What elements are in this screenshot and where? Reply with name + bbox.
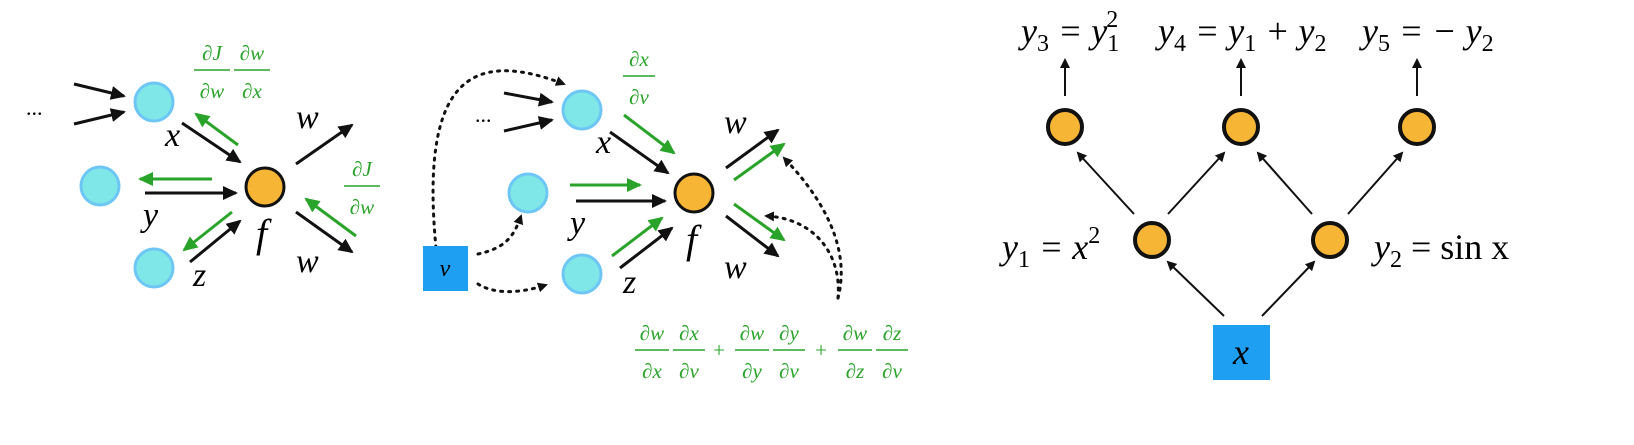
panel-a-grad-f-to-z	[182, 210, 233, 252]
panel-b-label-z: z	[622, 264, 636, 301]
sum-plus-1: +	[713, 338, 725, 362]
panel-b-dotted-v-to-z	[476, 282, 548, 294]
panel-b-forward-mode: ... v x y z f w w ∂x ∂v	[423, 47, 908, 383]
panel-b-dotted-sum-to-w-bottom	[764, 211, 840, 300]
panel-a-label-x: x	[164, 117, 180, 154]
panel-b-input-node-z	[561, 253, 603, 295]
panel-a-ellipsis: ...	[26, 95, 43, 120]
panel-a-grad-den-2: ∂x	[242, 79, 262, 103]
panel-b-tangent-den: ∂v	[629, 85, 649, 109]
panel-b-label-y: y	[567, 205, 586, 242]
panel-b-dotted-v-to-y	[476, 214, 524, 256]
panel-b-incoming-edge-2	[503, 116, 554, 133]
panel-a-label-w-top: w	[296, 99, 319, 136]
panel-b-edge-x-to-f	[609, 130, 670, 175]
panel-c-node-y2	[1311, 221, 1349, 259]
panel-c-edge-x-to-y2	[1261, 260, 1316, 317]
panel-a-grad-right-num: ∂J	[352, 157, 373, 181]
panel-c-edge-y2-to-y5	[1347, 151, 1404, 215]
panel-b-label-f: f	[686, 217, 702, 262]
panel-a-input-node-x	[133, 81, 175, 123]
panel-a-label-y: y	[140, 197, 159, 234]
panel-a-incoming-edge-2	[73, 108, 126, 126]
panel-a-input-node-z	[133, 247, 175, 289]
sum-term-1-num-2: ∂x	[679, 321, 699, 345]
sum-term-1-num-1: ∂w	[640, 321, 664, 345]
panel-a-incoming-edge-1	[73, 82, 126, 100]
panel-a-grad-f-to-x	[194, 112, 239, 147]
panel-c-node-y4	[1222, 108, 1260, 146]
panel-a-op-node-f	[244, 166, 286, 208]
panel-c-eq-y1: y1 = x2	[999, 223, 1100, 273]
panel-b-chain-rule-sum: ∂w ∂x ∂x ∂v + ∂w ∂y ∂y ∂v + ∂w ∂z ∂z ∂v	[635, 321, 908, 383]
panel-a-gradient-product: ∂J ∂w ∂w ∂x	[194, 41, 270, 103]
panel-c-edge-x-to-y1	[1166, 260, 1225, 317]
panel-b-dotted-sum-to-w-top	[782, 156, 843, 300]
sum-term-2-num-1: ∂w	[740, 321, 764, 345]
sum-term-3-num-1: ∂w	[843, 321, 867, 345]
panel-b-label-x: x	[595, 124, 611, 161]
panel-c-eq-y5: y5 = − y2	[1359, 11, 1494, 57]
panel-c-eq-y2: y2 = sin x	[1371, 227, 1509, 273]
panel-b-tangent-num: ∂x	[629, 47, 649, 71]
panel-b-ellipsis: ...	[475, 102, 492, 127]
panel-b-input-node-x	[561, 89, 603, 131]
panel-c-node-y5	[1398, 108, 1436, 146]
sum-term-2-den-1: ∂y	[742, 359, 762, 383]
panel-b-input-node-y	[507, 172, 549, 214]
panel-a-grad-den-1: ∂w	[200, 79, 224, 103]
panel-a-input-node-y	[79, 165, 121, 207]
panel-a-edge-x-to-f	[181, 121, 242, 164]
panel-c-edge-y2-to-y4	[1256, 151, 1313, 215]
panel-b-dotted-v-to-x	[431, 69, 566, 250]
sum-term-2-den-2: ∂v	[779, 359, 799, 383]
panel-b-op-node-f	[673, 172, 715, 214]
panel-c-source-label: x	[1232, 332, 1249, 372]
panel-a-reverse-mode: ... x y z f w w ∂J ∂w ∂w ∂x ∂J	[26, 41, 380, 294]
panel-a-edge-f-to-w-bottom	[295, 210, 354, 254]
panel-a-label-z: z	[192, 257, 206, 294]
panel-c-edge-y1-to-y3	[1076, 151, 1135, 215]
panel-b-edge-f-to-w-top	[725, 128, 780, 170]
panel-b-tangent-z-to-f	[611, 216, 664, 258]
panel-a-label-w-bottom: w	[296, 243, 319, 280]
panel-c-eq-y4: y4 = y1 + y2	[1155, 11, 1327, 57]
sum-term-1-den-2: ∂v	[679, 359, 699, 383]
panel-b-source-node-v	[423, 246, 468, 291]
panel-b-label-w-top: w	[724, 104, 747, 141]
panel-a-grad-num-1: ∂J	[202, 41, 223, 65]
panel-a-grad-right-den: ∂w	[350, 195, 374, 219]
sum-plus-2: +	[815, 338, 827, 362]
panel-c-computation-graph: x y1 = x2 y2 = sin x y3 = y12 y4 = y1 + …	[999, 7, 1509, 380]
panel-c-node-y1	[1133, 221, 1171, 259]
panel-b-tangent-dx-dv: ∂x ∂v	[623, 47, 655, 109]
panel-b-tangent-x-to-f	[623, 113, 676, 155]
panel-b-label-w-bottom: w	[724, 249, 747, 286]
panel-b-tangent-f-to-w-bottom	[733, 202, 786, 242]
sum-term-3-den-1: ∂z	[846, 359, 865, 383]
panel-a-label-f: f	[256, 211, 272, 256]
panel-a-edge-f-to-w-top	[295, 123, 354, 166]
panel-c-node-y3	[1046, 108, 1084, 146]
sum-term-3-num-2: ∂z	[883, 321, 902, 345]
panel-a-gradient-dj-dw: ∂J ∂w	[344, 157, 380, 219]
panel-b-incoming-edge-1	[503, 91, 554, 107]
panel-b-tangent-f-to-w-top	[733, 142, 786, 182]
panel-b-edge-z-to-f	[619, 226, 674, 270]
panel-a-grad-w-to-f	[304, 197, 357, 238]
panel-c-eq-y3: y3 = y12	[1018, 7, 1119, 57]
panel-b-source-label: v	[440, 256, 451, 282]
sum-term-2-num-2: ∂y	[779, 321, 799, 345]
sum-term-1-den-1: ∂x	[642, 359, 662, 383]
panel-c-edge-y1-to-y4	[1167, 151, 1226, 215]
panel-c-source-node-x	[1213, 325, 1270, 380]
sum-term-3-den-2: ∂v	[882, 359, 902, 383]
panel-a-grad-num-2: ∂w	[240, 41, 264, 65]
panel-b-edge-f-to-w-bottom	[725, 214, 780, 258]
panel-a-edge-z-to-f	[189, 219, 242, 264]
